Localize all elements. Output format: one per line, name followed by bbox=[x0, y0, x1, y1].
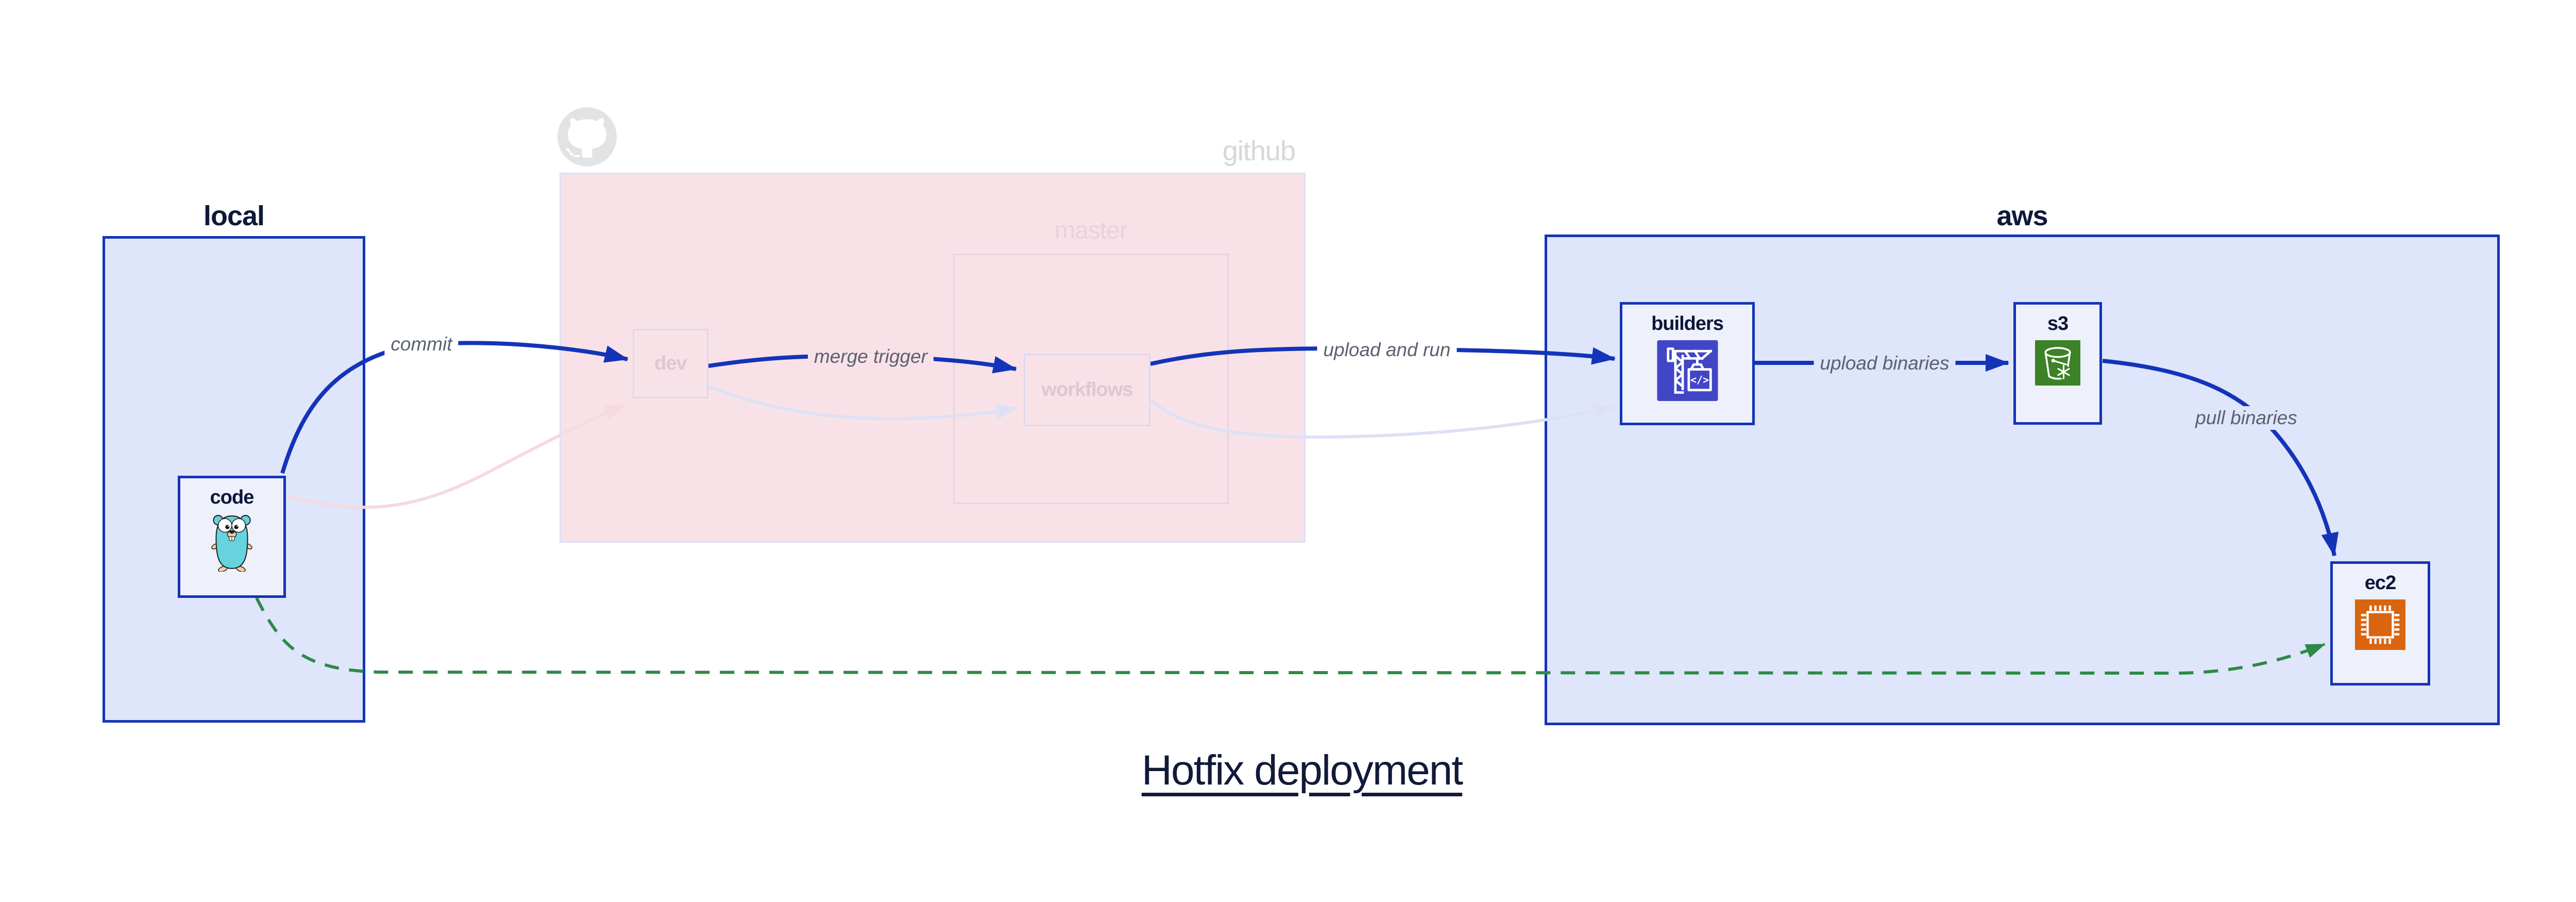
builders-node-label: builders bbox=[1651, 313, 1724, 335]
master-cluster bbox=[953, 254, 1229, 504]
codebuild-glyph: </> bbox=[1690, 374, 1708, 386]
s3-bucket-icon bbox=[2035, 340, 2080, 386]
master-cluster-label: master bbox=[1055, 217, 1128, 244]
s3-node-label: s3 bbox=[2047, 313, 2069, 335]
dev-node-label: dev bbox=[654, 353, 687, 374]
dev-node: dev bbox=[633, 329, 708, 398]
ec2-node-label: ec2 bbox=[2364, 572, 2396, 594]
ec2-node: ec2 bbox=[2330, 561, 2430, 686]
edge-label-upload-and-run: upload and run bbox=[1317, 338, 1457, 362]
diagram-title: Hotfix deployment bbox=[1141, 747, 1463, 794]
github-cluster-label: github bbox=[1222, 136, 1296, 166]
aws-cluster-label: aws bbox=[1996, 201, 2048, 231]
edge-label-pull-binaries: pull binaries bbox=[2189, 406, 2303, 430]
workflows-node-label: workflows bbox=[1041, 379, 1133, 400]
edge-label-commit: commit bbox=[384, 332, 459, 356]
local-cluster-label: local bbox=[203, 201, 265, 231]
github-logo-icon bbox=[557, 107, 617, 166]
builders-node: builders </> bbox=[1620, 302, 1755, 425]
ec2-chip-icon bbox=[2355, 599, 2405, 650]
edge-label-merge-trigger: merge trigger bbox=[807, 345, 934, 369]
s3-node: s3 bbox=[2013, 302, 2102, 425]
edge-label-upload-binaries: upload binaries bbox=[1814, 352, 1956, 375]
workflows-node: workflows bbox=[1024, 354, 1150, 426]
code-node: code bbox=[178, 476, 286, 598]
code-node-label: code bbox=[210, 487, 255, 508]
codebuild-crane-icon: </> bbox=[1657, 340, 1718, 401]
go-gopher-icon bbox=[211, 515, 252, 572]
